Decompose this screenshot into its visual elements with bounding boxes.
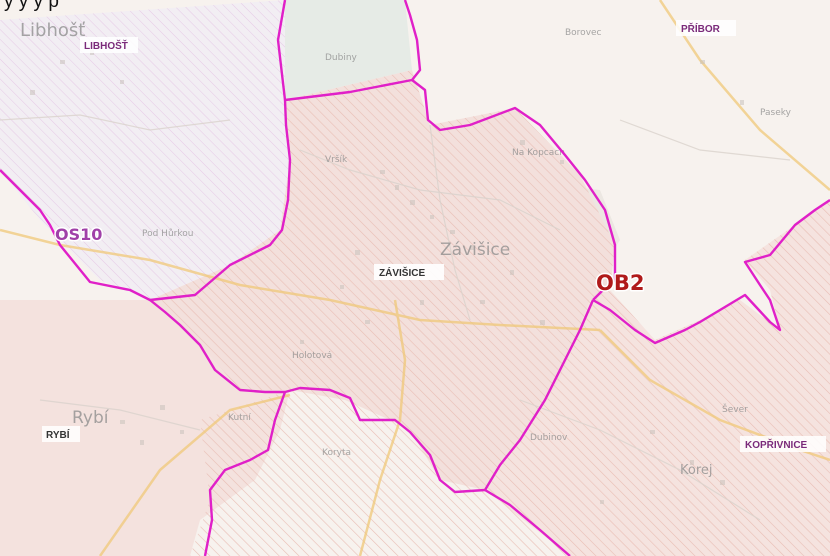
zone-label-os10: OS10: [55, 225, 102, 244]
zone-area-west-hatch: [0, 0, 290, 300]
zone-label-ob2: OB2: [596, 271, 644, 295]
basemap-label: Borovec: [565, 28, 602, 38]
forest-area: [285, 0, 412, 100]
basemap-label: Paseky: [760, 108, 792, 118]
basemap-label: Kutní: [228, 413, 251, 423]
basemap-label: Na Kopcach: [512, 148, 565, 158]
basemap-label: Koryta: [322, 448, 351, 458]
basemap-label: Korej: [680, 463, 713, 478]
svg-text:RYBÍ: RYBÍ: [46, 428, 70, 441]
zone-area-east-hatch: [412, 0, 830, 556]
municipality-label-zavisice: ZÁVIŠICE: [374, 264, 444, 280]
basemap-label: Holotová: [292, 351, 332, 361]
basemap-label: Vršík: [325, 154, 348, 165]
basemap-label: Dubiny: [325, 53, 358, 63]
road-network-minor: [0, 114, 791, 521]
svg-text:LIBHOŠŤ: LIBHOŠŤ: [84, 39, 128, 52]
municipality-label-rybi: RYBÍ: [42, 426, 80, 442]
page-caption: y y y p: [4, 0, 59, 12]
municipality-label-libhost: LIBHOŠŤ: [80, 37, 138, 53]
svg-text:ZÁVIŠICE: ZÁVIŠICE: [379, 266, 425, 279]
basemap-label: Rybí: [72, 408, 110, 428]
municipality-label-pribor: PŘÍBOR: [676, 20, 736, 36]
basemap-label: Šever: [722, 403, 748, 415]
svg-text:PŘÍBOR: PŘÍBOR: [681, 22, 721, 35]
basemap-label: Libhošť: [20, 20, 85, 41]
municipality-label-koprivnice: KOPŘIVNICE: [740, 436, 826, 452]
svg-text:KOPŘIVNICE: KOPŘIVNICE: [745, 438, 808, 451]
basemap-label: Dubinov: [530, 433, 568, 443]
basemap-label: Závišice: [440, 240, 510, 260]
building-clusters: [30, 50, 744, 504]
zone-area-south-hatch: [190, 390, 570, 556]
basemap-label: Pod Hůrkou: [142, 228, 193, 239]
